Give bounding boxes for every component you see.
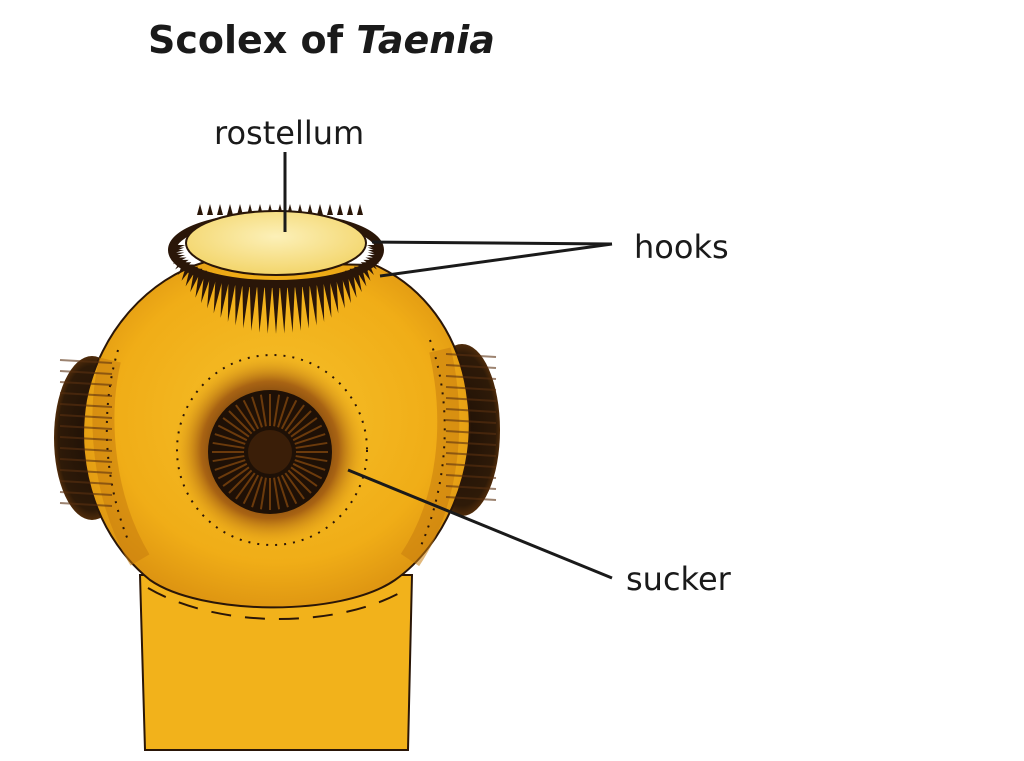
label-rostellum: rostellum (214, 114, 365, 152)
diagram-title: Scolex of Taenia (148, 18, 495, 62)
sucker-leader (347, 468, 613, 580)
rostellum (185, 210, 367, 276)
title-main: Scolex of (148, 18, 357, 62)
title-genus: Taenia (356, 18, 495, 62)
hooks-leader-lower (379, 242, 613, 278)
label-sucker: sucker (626, 560, 731, 598)
label-hooks: hooks (634, 228, 729, 266)
hooks-leader-upper (371, 240, 613, 246)
